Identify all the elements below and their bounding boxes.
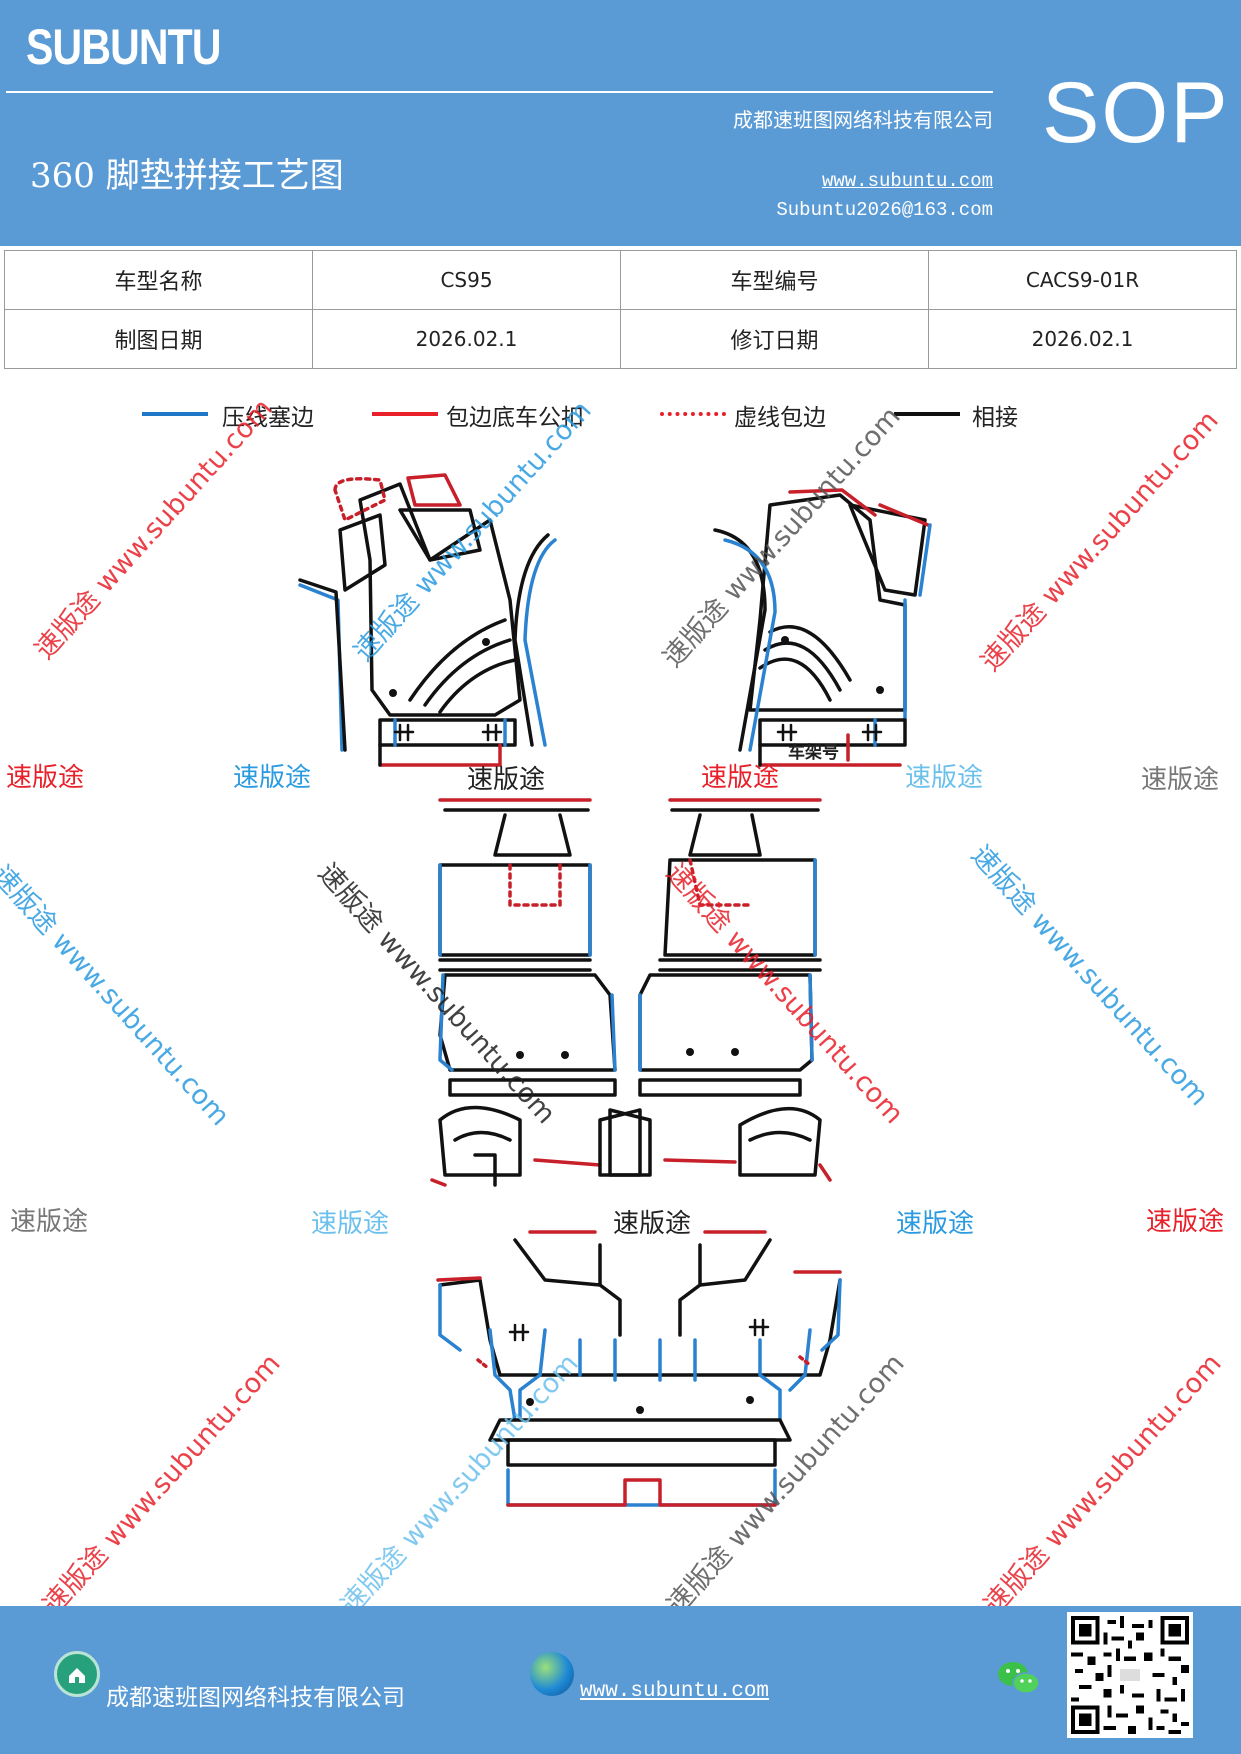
revision-date-label: 修订日期 xyxy=(620,309,929,369)
sop-badge: SOP xyxy=(1042,65,1230,161)
legend-swatch-blue xyxy=(142,412,208,416)
qr-code[interactable] xyxy=(1067,1612,1193,1738)
model-code-label: 车型编号 xyxy=(620,250,929,310)
company-home-icon xyxy=(54,1651,100,1697)
legend-swatch-red xyxy=(372,412,438,416)
third-row-mat xyxy=(436,1230,842,1507)
legend-swatch-black xyxy=(894,412,960,416)
website-link[interactable]: www.subuntu.com xyxy=(821,170,993,192)
watermark-brand: 速版途 xyxy=(10,1207,89,1237)
watermark-brand: 速版途 xyxy=(311,1209,390,1239)
draw-date-label: 制图日期 xyxy=(4,309,313,369)
legend-label: 包边底车公扣 xyxy=(446,405,584,431)
footer-company-name: 成都速班图网络科技有限公司 xyxy=(106,1685,405,1711)
contact-email[interactable]: Subuntu2026@163.com xyxy=(776,199,993,221)
table-row: 制图日期 2026.02.1 修订日期 2026.02.1 xyxy=(4,309,1237,369)
model-name-value: CS95 xyxy=(312,250,621,310)
second-row-right-mat xyxy=(608,798,832,1182)
legend-label: 相接 xyxy=(972,405,1018,431)
watermark-brand: 速版途 xyxy=(1141,765,1220,795)
driver-front-mat xyxy=(298,473,557,767)
company-logo: SUBUNTU xyxy=(26,19,222,75)
header-divider xyxy=(6,91,993,93)
header-banner: SUBUNTU 成都速班图网络科技有限公司 360 脚垫拼接工艺图 www.su… xyxy=(0,0,1241,246)
watermark-brand: 速版途 xyxy=(6,763,85,793)
watermark-brand: 速版途 xyxy=(701,763,780,793)
legend-label: 虚线包边 xyxy=(734,405,826,431)
frame-number-label: 车架号 xyxy=(788,742,839,763)
watermark-brand: 速版途 xyxy=(905,763,984,793)
watermark-brand: 速版途 xyxy=(896,1209,975,1239)
watermark-brand: 速版途 xyxy=(1146,1207,1225,1237)
globe-icon xyxy=(530,1652,574,1696)
document-title: 360 脚垫拼接工艺图 xyxy=(30,156,344,196)
legend-label: 压线塞边 xyxy=(222,405,314,431)
clip-markers xyxy=(393,723,883,1342)
floor-mat-diagram: 车架号 xyxy=(298,473,932,1507)
passenger-front-mat xyxy=(713,488,932,767)
legend-swatch-red-dotted xyxy=(660,412,726,416)
watermark-brand: 速版途 xyxy=(233,763,312,793)
watermark-brand: 速版途 xyxy=(467,765,546,795)
watermark-brand: 速版途 xyxy=(613,1209,692,1239)
vehicle-info-table: 车型名称 CS95 车型编号 CACS9-01R 制图日期 2026.02.1 … xyxy=(4,250,1237,369)
company-name: 成都速班图网络科技有限公司 xyxy=(733,108,993,132)
model-code-value: CACS9-01R xyxy=(928,250,1237,310)
revision-date-value: 2026.02.1 xyxy=(928,309,1237,369)
model-name-label: 车型名称 xyxy=(4,250,313,310)
footer-website-link[interactable]: www.subuntu.com xyxy=(580,1680,770,1703)
table-row: 车型名称 CS95 车型编号 CACS9-01R xyxy=(4,250,1237,310)
footer-banner: 成都速班图网络科技有限公司 www.subuntu.com xyxy=(0,1606,1241,1754)
draw-date-value: 2026.02.1 xyxy=(312,309,621,369)
wechat-icon[interactable] xyxy=(996,1658,1042,1702)
